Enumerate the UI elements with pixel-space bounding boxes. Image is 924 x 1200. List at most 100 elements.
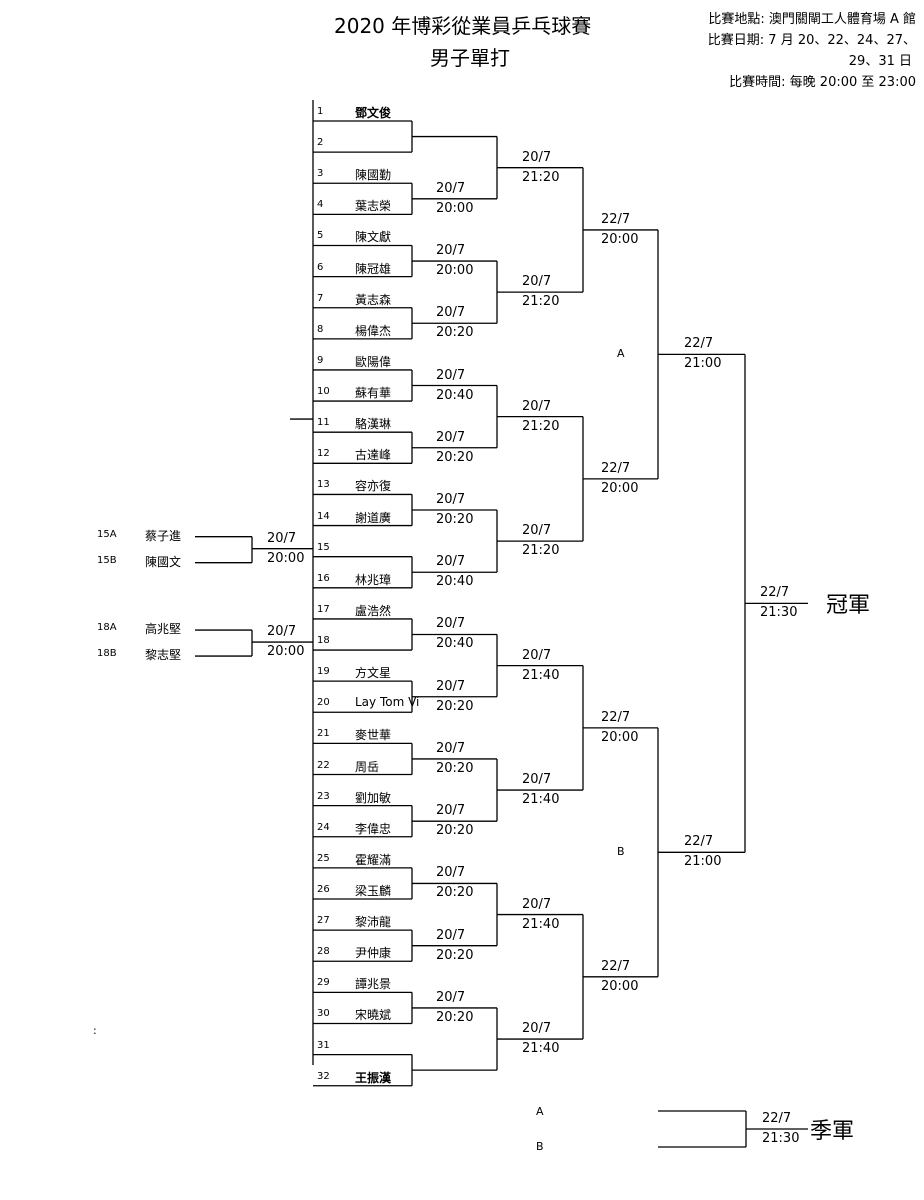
champion-label: 冠軍 <box>826 593 871 619</box>
slot-number: 13 <box>317 479 330 491</box>
round1-schedule-time: 20:20 <box>436 1009 474 1025</box>
round1-schedule-time: 20:20 <box>436 760 474 776</box>
prelim-schedule-date: 20/7 <box>267 624 297 640</box>
player-name: 蘇有華 <box>355 386 392 401</box>
prelim-slot-a: 15A <box>97 528 117 540</box>
player-name: 歐陽偉 <box>355 354 392 369</box>
player-name: 陳文獻 <box>355 230 392 245</box>
player-name: 譚兆景 <box>355 977 392 992</box>
round1-schedule-time: 20:20 <box>436 512 474 527</box>
slot-number: 2 <box>317 137 324 149</box>
prelim-player-a: 蔡子進 <box>145 528 182 543</box>
player-name: 陳國勤 <box>355 168 392 183</box>
round1-schedule-time: 20:20 <box>436 885 474 901</box>
round4-schedule-date: 22/7 <box>684 834 714 850</box>
player-name: 周岳 <box>355 759 380 774</box>
round2-schedule-time: 21:20 <box>522 294 560 310</box>
player-name: 盧浩然 <box>355 603 392 618</box>
slot-number: 7 <box>317 292 324 304</box>
round1-schedule-date: 20/7 <box>436 367 466 383</box>
third-place-schedule-time: 21:30 <box>762 1131 800 1146</box>
player-name: 林兆璋 <box>355 572 392 587</box>
round1-schedule-date: 20/7 <box>436 740 466 756</box>
prelim-player-b: 黎志堅 <box>145 648 182 663</box>
round2-schedule-date: 20/7 <box>522 149 552 165</box>
round2-schedule-date: 20/7 <box>522 398 552 414</box>
prelim-schedule-time: 20:00 <box>267 550 305 566</box>
prelim-slot-b: 18B <box>97 648 117 660</box>
round2-schedule-date: 20/7 <box>522 772 552 788</box>
round2-schedule-date: 20/7 <box>522 896 552 912</box>
slot-number: 10 <box>317 386 330 398</box>
round1-schedule-date: 20/7 <box>436 678 466 694</box>
round2-schedule-time: 21:20 <box>522 169 560 185</box>
player-name: 劉加敏 <box>355 790 392 805</box>
player-name: 黃志森 <box>355 292 392 307</box>
round1-schedule-date: 20/7 <box>436 492 466 507</box>
prelim-slot-a: 18A <box>97 622 117 634</box>
player-name: 王振漢 <box>355 1070 392 1085</box>
slot-number: 3 <box>317 168 324 180</box>
slot-number: 9 <box>317 354 324 366</box>
player-name: 陳冠雄 <box>355 261 392 276</box>
round2-schedule-date: 20/7 <box>522 647 552 663</box>
round3-schedule-time: 20:00 <box>601 729 639 745</box>
round1-schedule-date: 20/7 <box>436 305 466 321</box>
round1-schedule-time: 20:40 <box>436 574 474 590</box>
round1-schedule-time: 20:00 <box>436 200 474 216</box>
player-name: 霍耀滿 <box>355 852 392 867</box>
slot-number: 4 <box>317 199 324 211</box>
round2-schedule-date: 20/7 <box>522 1021 552 1037</box>
prelim-schedule-time: 20:00 <box>267 644 305 660</box>
round2-schedule-date: 20/7 <box>522 274 552 290</box>
time-info: 比賽時間: 每晚 20:00 至 23:00 <box>729 75 916 90</box>
round2-schedule-date: 20/7 <box>522 523 552 539</box>
round1-schedule-time: 20:20 <box>436 947 474 963</box>
third-place-label: 季軍 <box>810 1119 855 1144</box>
player-name: 麥世華 <box>355 728 392 743</box>
slot-number: 19 <box>317 666 330 678</box>
third-place-label-b: B <box>536 1140 544 1153</box>
round3-schedule-time: 20:00 <box>601 480 639 496</box>
prelim-slot-b: 15B <box>97 554 117 566</box>
slot-number: 14 <box>317 510 330 522</box>
round2-schedule-time: 21:40 <box>522 792 560 808</box>
slot-number: 11 <box>317 417 330 429</box>
player-name: Lay Tom Vi <box>355 695 420 710</box>
slot-number: 26 <box>317 884 330 895</box>
page-subtitle: 男子單打 <box>430 46 510 70</box>
stray-mark: : <box>93 1024 97 1037</box>
third-place-label-a: A <box>536 1105 544 1118</box>
player-name: 駱漢琳 <box>355 417 392 432</box>
player-name: 宋曉斌 <box>355 1008 392 1023</box>
slot-number: 32 <box>317 1070 330 1082</box>
section-label-b: B <box>617 845 625 859</box>
slot-number: 29 <box>317 977 330 989</box>
player-name: 梁玉麟 <box>355 884 392 898</box>
slot-number: 31 <box>317 1039 330 1051</box>
player-name: 楊偉杰 <box>355 323 392 338</box>
round3-schedule-date: 22/7 <box>601 460 631 476</box>
round1-schedule-time: 20:20 <box>436 449 474 465</box>
slot-number: 18 <box>317 635 330 647</box>
section-label-a: A <box>617 347 625 361</box>
round1-schedule-date: 20/7 <box>436 429 466 445</box>
round3-schedule-date: 22/7 <box>601 958 631 974</box>
round2-schedule-time: 21:40 <box>522 667 560 683</box>
slot-number: 30 <box>317 1008 330 1020</box>
round1-schedule-date: 20/7 <box>436 865 466 881</box>
round1-schedule-date: 20/7 <box>436 180 466 196</box>
player-name: 古達峰 <box>355 448 392 463</box>
third-place-schedule-date: 22/7 <box>762 1111 792 1126</box>
round1-schedule-time: 20:40 <box>436 387 474 403</box>
venue-info: 比賽地點: 澳門關閘工人體育場 A 館 <box>708 12 916 27</box>
slot-number: 6 <box>317 261 324 273</box>
slot-number: 24 <box>317 821 330 833</box>
prelim-player-b: 陳國文 <box>145 554 182 569</box>
round1-schedule-time: 20:00 <box>436 263 474 279</box>
dates-info-line1: 比賽日期: 7 月 20、22、24、27、 <box>707 33 916 48</box>
player-name: 鄧文俊 <box>355 106 392 120</box>
slot-number: 27 <box>317 915 330 927</box>
round1-schedule-date: 20/7 <box>436 803 466 819</box>
